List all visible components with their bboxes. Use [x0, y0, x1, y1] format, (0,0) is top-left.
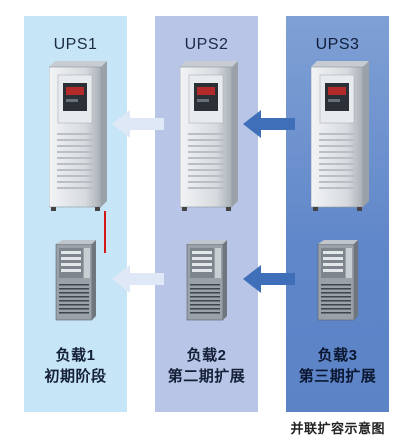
ups-label: UPS2 [184, 36, 229, 53]
load-name: 负载2 [186, 347, 227, 364]
server-rack-icon [317, 240, 358, 321]
load-name: 负载1 [55, 347, 96, 364]
ups-cabinet-icon [180, 61, 238, 211]
power-connector-line [104, 211, 106, 253]
phase-label: 第三期扩展 [298, 368, 377, 385]
phase-label: 初期阶段 [44, 368, 107, 385]
load-name: 负载3 [317, 347, 358, 364]
left-arrow-icon [243, 265, 295, 293]
phase-column-3: UPS3 负载3 第三期扩展 [286, 16, 389, 412]
server-rack-icon [55, 240, 96, 321]
left-arrow-icon [112, 265, 164, 293]
phase-column-1: UPS1 负载1 初期阶段 [24, 16, 127, 412]
left-arrow-icon [112, 110, 164, 138]
diagram-caption: 并联扩容示意图 [290, 421, 385, 436]
ups-label: UPS1 [53, 36, 98, 53]
phase-column-2: UPS2 负载2 第二期扩展 [155, 16, 258, 412]
server-rack-icon [186, 240, 227, 321]
left-arrow-icon [243, 110, 295, 138]
ups-cabinet-icon [49, 61, 107, 211]
ups-cabinet-icon [311, 61, 369, 211]
phase-label: 第二期扩展 [167, 368, 246, 385]
ups-label: UPS3 [315, 36, 360, 53]
